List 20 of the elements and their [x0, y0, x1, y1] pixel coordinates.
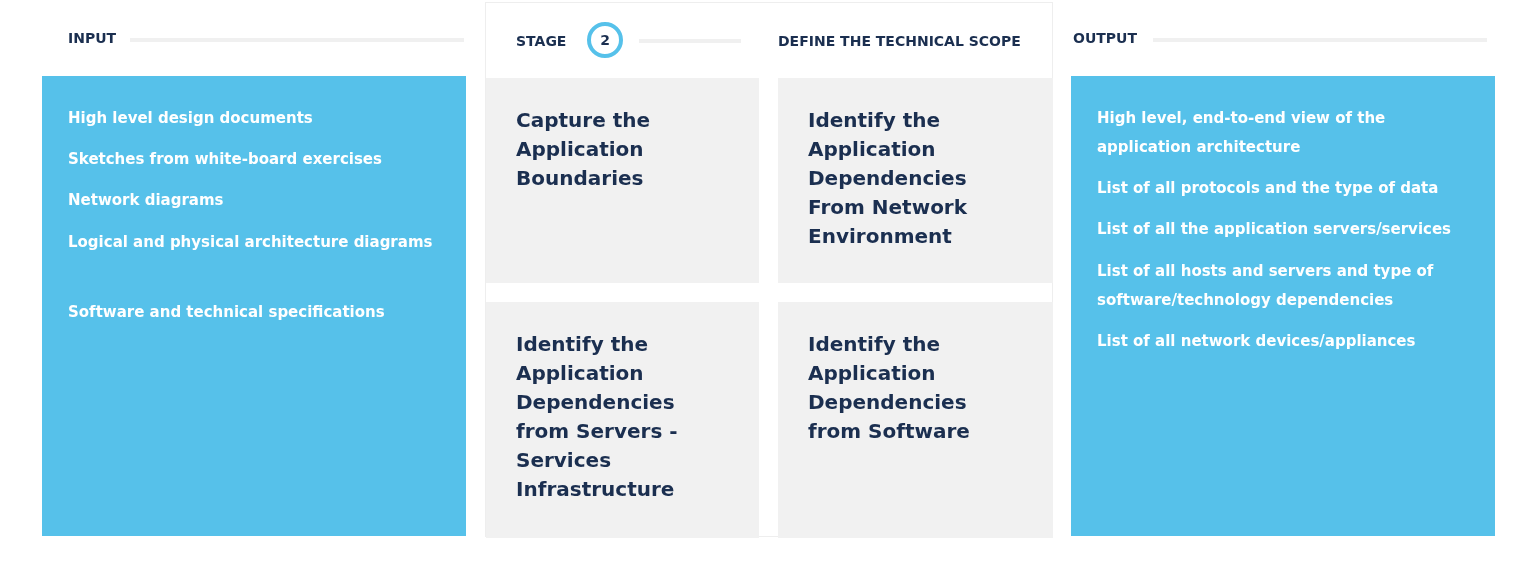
list-item: List of all network devices/appliances — [1097, 331, 1417, 352]
list-item: Sketches from white-board exercises — [68, 149, 383, 170]
list-item: Software and technical specifications — [68, 302, 386, 323]
stage-heading: STAGE — [516, 33, 567, 49]
list-item: List of all hosts and servers and type of software/technology dependencies — [1097, 261, 1435, 311]
list-item: List of all protocols and the type of data — [1097, 178, 1440, 199]
list-item: Network diagrams — [68, 190, 225, 211]
list-item: High level, end-to-end view of the application architecture — [1097, 108, 1387, 158]
stage-heading: DEFINE THE TECHNICAL SCOPE — [778, 33, 1021, 49]
section-heading: OUTPUT — [1073, 30, 1137, 46]
step-title: Capture the Application Boundaries — [516, 107, 652, 192]
list-item: Logical and physical architecture diagrams — [68, 232, 434, 253]
stage-panel — [485, 2, 1053, 537]
list-item: High level design documents — [68, 108, 314, 129]
list-item: List of all the application servers/services — [1097, 219, 1453, 240]
step-title: Identify the Application Dependencies from Servers - Services Infrastructure — [516, 331, 679, 503]
step-title: Identify the Application Dependencies From Network Environment — [808, 107, 969, 250]
step-title: Identify the Application Dependencies from Software — [808, 331, 971, 445]
stage-number: 2 — [587, 22, 623, 58]
section-heading: INPUT — [68, 30, 117, 46]
